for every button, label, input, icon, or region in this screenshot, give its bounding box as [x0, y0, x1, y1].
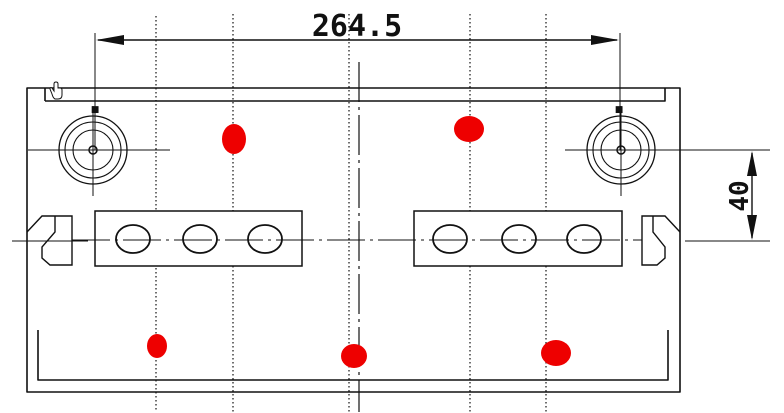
- left-terminal: [28, 106, 170, 196]
- right-vent-hole-3: [566, 224, 602, 254]
- right-side-clip: [641, 215, 681, 266]
- left-terminal-mark: ■: [91, 105, 100, 115]
- red-marker-3: [147, 334, 167, 358]
- right-terminal: [565, 106, 700, 196]
- left-vent-hole-1: [115, 224, 151, 254]
- red-marker-5: [541, 340, 571, 366]
- width-dimension: [94, 33, 621, 150]
- top-lip: [44, 88, 666, 102]
- battery-outline: [26, 87, 681, 393]
- height-dimension-label: 40: [725, 180, 755, 211]
- right-vent-strip: [413, 210, 623, 267]
- height-arrow-top: [747, 151, 757, 176]
- width-arrow-left: [96, 35, 124, 45]
- right-vent-hole-2: [501, 224, 537, 254]
- width-arrow-right: [591, 35, 619, 45]
- right-vent-hole-1: [432, 224, 468, 254]
- red-markers: [147, 116, 571, 368]
- inner-bottom-frame: [37, 330, 669, 381]
- right-terminal-mark: ■: [615, 105, 624, 115]
- left-vent-strip: [94, 210, 303, 267]
- height-arrow-bottom: [747, 215, 757, 240]
- outer-body: [26, 87, 681, 393]
- red-marker-1: [222, 124, 246, 154]
- red-marker-2: [454, 116, 484, 142]
- left-vent-hole-2: [182, 224, 218, 254]
- width-dimension-label: 264.5: [312, 9, 402, 44]
- red-marker-4: [341, 344, 367, 368]
- hand-cursor-icon: [49, 81, 63, 100]
- left-vent-hole-3: [247, 224, 283, 254]
